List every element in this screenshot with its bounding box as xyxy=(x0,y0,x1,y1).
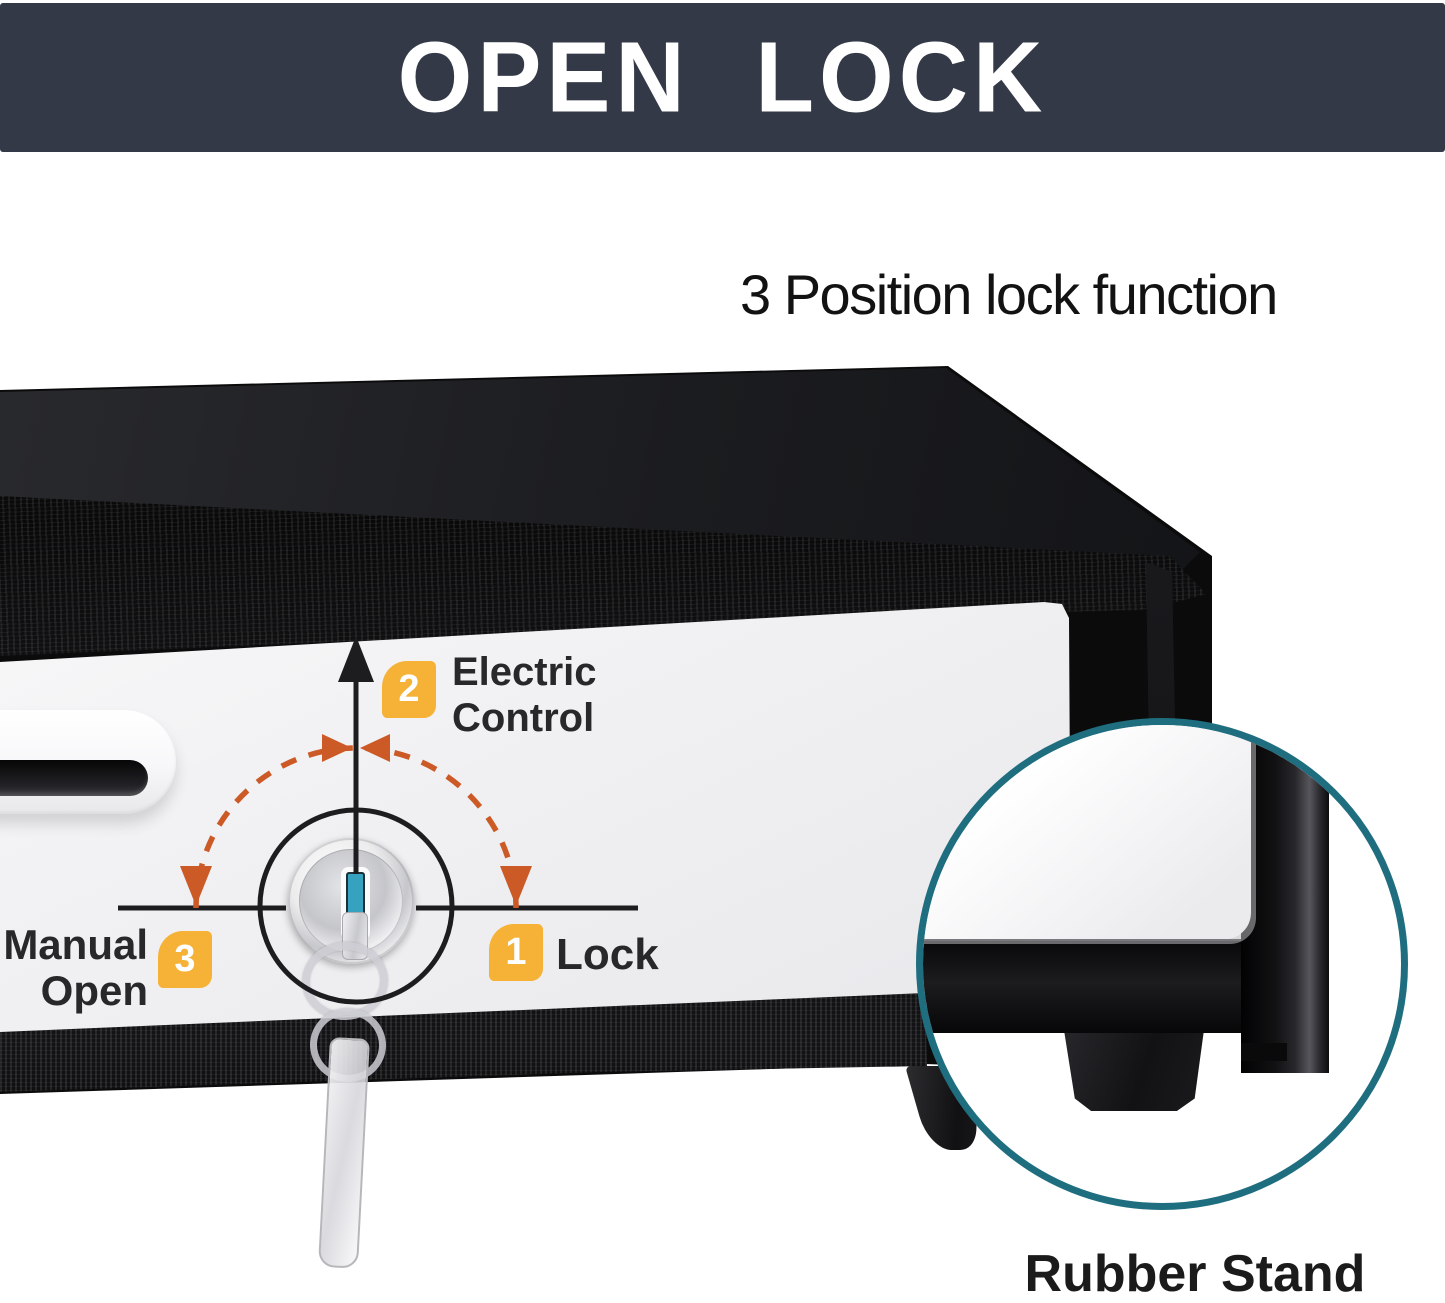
up-arrow-head xyxy=(338,636,374,682)
key-attachment xyxy=(342,912,368,960)
inset-frame-step xyxy=(1241,1043,1287,1061)
arc-arrowhead-left xyxy=(180,866,212,906)
position-badge-number: 2 xyxy=(398,668,420,710)
label-line: Lock xyxy=(556,930,659,979)
position-label-lock: Lock xyxy=(556,930,659,980)
position-label-electric-control: Electric Control xyxy=(452,649,597,741)
label-line: Open xyxy=(40,967,148,1014)
arc-arrowhead-top-right xyxy=(360,734,390,762)
page-title: OPEN LOCK xyxy=(397,21,1048,133)
position-label-manual-open: Manual Open xyxy=(0,922,148,1014)
arc-arrowhead-right xyxy=(500,866,532,906)
position-badge-number: 1 xyxy=(505,931,527,973)
position-badge-number: 3 xyxy=(174,938,196,980)
bill-slot xyxy=(0,760,148,796)
position-badge-2: 2 xyxy=(382,661,436,718)
label-line: Electric xyxy=(452,650,597,694)
position-badge-3: 3 xyxy=(158,931,212,988)
inset-rubber-foot xyxy=(1064,1033,1204,1111)
label-line: Manual xyxy=(3,921,148,968)
inset-circle xyxy=(916,718,1408,1210)
inset-front-panel xyxy=(923,725,1251,939)
subtitle: 3 Position lock function xyxy=(740,263,1278,326)
bill-slot-recess xyxy=(0,710,176,814)
arc-arrowhead-top-left xyxy=(322,734,352,762)
inset-corner-frame xyxy=(1241,725,1329,1073)
inset-bottom-frame xyxy=(923,939,1255,1033)
banner: OPEN LOCK xyxy=(0,3,1445,152)
position-badge-1: 1 xyxy=(489,924,543,981)
label-line: Control xyxy=(452,696,595,740)
inset-caption: Rubber Stand xyxy=(1024,1245,1366,1303)
